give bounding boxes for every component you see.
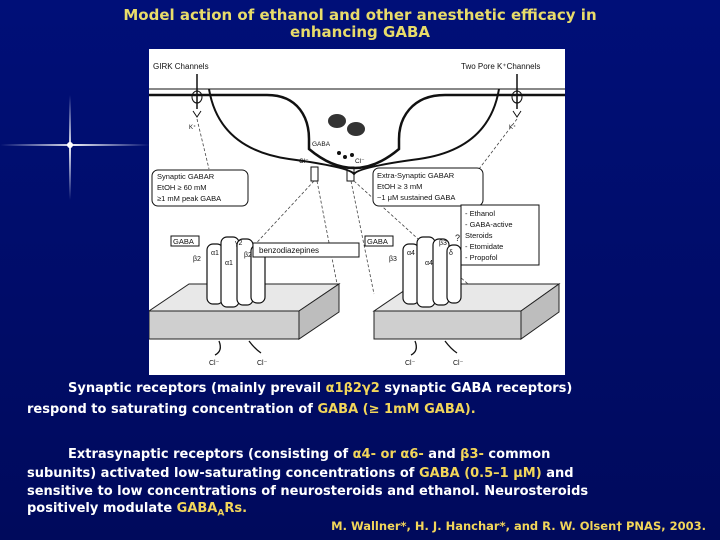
chloride-flow-arrows (215, 341, 457, 355)
extra-box-line: Extra-Synaptic GABAR (377, 171, 455, 180)
subunit-label: β3 (439, 240, 447, 247)
paragraph2-line4: positively modulate GABAARs. (27, 500, 247, 523)
subunit-label: β3 (389, 256, 397, 263)
extrasynaptic-receptor (403, 237, 461, 307)
membrane-right (374, 284, 559, 339)
synaptic-box-line: Synaptic GABAR (157, 172, 215, 181)
cl-label-cleft-right: Cl⁻ (355, 158, 365, 165)
subunit-label: α4 (425, 260, 433, 267)
cl-label-bottom: Cl⁻ (453, 360, 464, 367)
modulator-item: - GABA-active (465, 220, 513, 229)
gaba-receptor-diagram: GIRK Channels Two Pore K⁺Channels K⁺ K⁺ … (149, 49, 565, 375)
gaba-vesicle (347, 122, 365, 136)
gaba-vesicle-label: GABA (312, 141, 331, 148)
modulator-item: Steroids (465, 231, 493, 240)
subunit-label: δ (449, 250, 453, 257)
two-pore-label: Two Pore K⁺Channels (461, 62, 540, 71)
gaba-site-label-left: GABA (173, 237, 194, 246)
modulator-item: - Etomidate (465, 242, 503, 251)
cl-label-bottom: Cl⁻ (257, 360, 268, 367)
modulator-item: - Ethanol (465, 209, 495, 218)
paragraph2-line1: Extrasynaptic receptors (consisting of α… (68, 446, 550, 463)
cl-label-bottom: Cl⁻ (209, 360, 220, 367)
synaptic-box-line: EtOH ≥ 60 mM (157, 183, 207, 192)
subunit-label: α1 (211, 250, 219, 257)
synaptic-box-line: ≥1 mM peak GABA (157, 194, 221, 203)
paragraph1-line1: Synaptic receptors (mainly prevail α1β2γ… (68, 380, 572, 397)
subunit-label: α1 (225, 260, 233, 267)
subunit-label: α4 (407, 250, 415, 257)
girk-label: GIRK Channels (153, 62, 209, 71)
question-mark: ? (455, 233, 460, 243)
citation: M. Wallner*, H. J. Hanchar*, and R. W. O… (331, 519, 706, 533)
extra-box-line: ~1 μM sustained GABA (377, 193, 455, 202)
modulator-item: - Propofol (465, 253, 498, 262)
cl-label-cleft-left: Cl⁻ (299, 158, 309, 165)
diagram-figure: GIRK Channels Two Pore K⁺Channels K⁺ K⁺ … (149, 49, 565, 375)
k-plus-left: K⁺ (189, 124, 196, 131)
gaba-site-label-right: GABA (367, 237, 388, 246)
slide-title-line1: Model action of ethanol and other anesth… (0, 7, 720, 24)
slide-title-line2: enhancing GABA (0, 24, 720, 41)
paragraph1-line2: respond to saturating concentration of G… (27, 401, 476, 418)
paragraph2-line2: subunits) activated low-saturating conce… (27, 465, 574, 482)
subunit-label: β2 (193, 256, 201, 263)
subunit-label: β2 (244, 252, 252, 259)
paragraph2-line3: sensitive to low concentrations of neuro… (27, 483, 588, 500)
gaba-vesicle (328, 114, 346, 128)
subunit-label: γ2 (235, 240, 243, 247)
cl-label-bottom: Cl⁻ (405, 360, 416, 367)
benzodiazepines-label: benzodiazepines (259, 246, 319, 255)
extra-box-line: EtOH ≥ 3 mM (377, 182, 422, 191)
